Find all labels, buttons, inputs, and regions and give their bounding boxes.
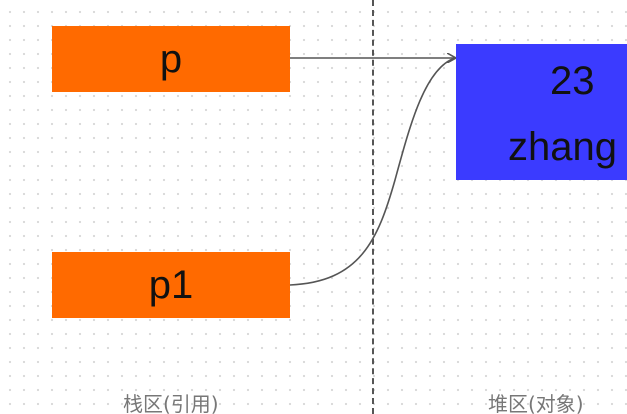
object-name-value: zhang: [508, 125, 617, 169]
reference-p-label: p: [159, 37, 183, 81]
reference-p1-label: p1: [148, 263, 194, 307]
object-age-value: 23: [550, 59, 595, 103]
arrow-p1-to-object: [289, 57, 456, 286]
reference-p-box: p: [52, 26, 290, 92]
reference-p1-box: p1: [52, 252, 290, 318]
person-object-box: 23 zhang: [456, 44, 627, 180]
stack-heap-divider: [372, 0, 374, 414]
stack-area-caption: 栈区(引用): [123, 392, 219, 414]
heap-area-caption: 堆区(对象): [488, 392, 584, 414]
